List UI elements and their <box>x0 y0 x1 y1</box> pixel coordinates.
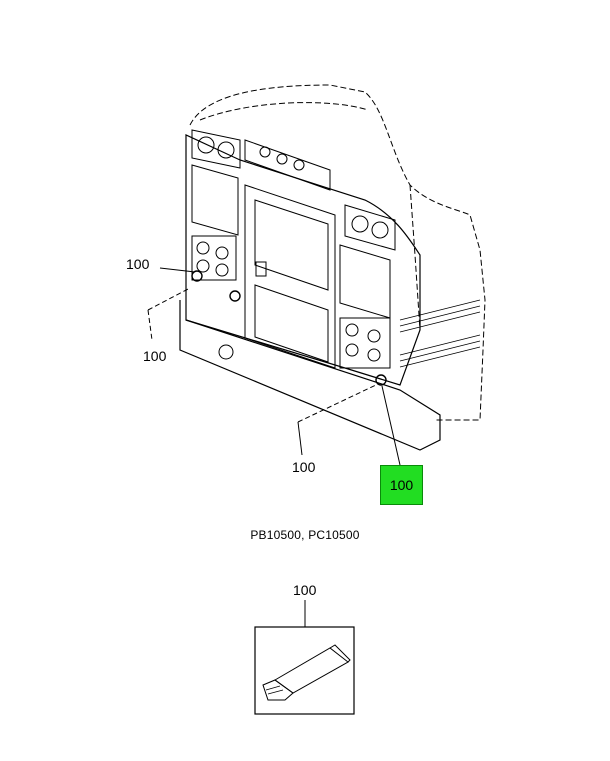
right-tail-lamp <box>345 343 359 357</box>
upper-right-lamp <box>371 221 389 239</box>
leader-highlighted <box>381 385 401 466</box>
tube-cap-ribs <box>265 685 284 695</box>
top-lamp <box>259 146 271 158</box>
leader-lower-left-b <box>147 287 191 311</box>
top-lamp <box>293 159 305 171</box>
leader-bottom-center <box>297 421 303 456</box>
upper-left-lamp <box>217 141 235 159</box>
left-window <box>191 164 239 236</box>
upper-right-lamp-housing <box>344 204 396 251</box>
right-tail-lamp <box>345 323 359 337</box>
top-light-bar <box>244 139 331 191</box>
upper-right-lamp <box>351 215 369 233</box>
left-tail-lamp <box>196 241 210 255</box>
tube-body <box>274 647 349 694</box>
leader-upper-left <box>159 267 196 273</box>
rear-door-lower-window <box>254 284 329 363</box>
roof-outline <box>189 84 486 421</box>
left-tail-lamp <box>215 246 229 260</box>
rear-door-frame <box>244 184 336 369</box>
side-edge <box>409 184 421 331</box>
bumper-step <box>218 344 234 360</box>
left-tail-lamp <box>196 259 210 273</box>
upper-left-lamp <box>197 136 215 154</box>
left-fastener <box>229 290 241 302</box>
right-tail-lamp-block <box>339 317 391 369</box>
left-tail-lamp <box>215 263 229 277</box>
callout-bottom-center[interactable]: 100 <box>292 459 316 475</box>
top-lamp <box>276 153 288 165</box>
roof-inner-line <box>199 102 369 121</box>
callout-tube[interactable]: 100 <box>293 582 317 598</box>
side-louvers <box>399 299 481 368</box>
callout-lower-left[interactable]: 100 <box>143 348 167 364</box>
right-fastener <box>375 374 387 386</box>
upper-left-lamp-housing <box>191 129 241 169</box>
leader-lower-left <box>147 309 153 341</box>
model-caption: PB10500, PC10500 <box>250 528 360 542</box>
callout-upper-left[interactable]: 100 <box>126 256 150 272</box>
tube-detail-box <box>254 626 355 715</box>
left-fastener <box>191 270 203 282</box>
leader-bottom-center-b <box>297 383 379 423</box>
right-tail-lamp <box>367 329 381 343</box>
tube-cap <box>262 679 294 701</box>
left-tail-lamp-block <box>191 235 237 281</box>
right-tail-lamp <box>367 348 381 362</box>
rear-door-upper-window <box>254 199 329 291</box>
rear-bumper <box>179 300 441 451</box>
tube-crimp <box>329 644 351 663</box>
right-window <box>339 244 391 319</box>
callout-highlighted[interactable]: 100 <box>380 465 423 505</box>
door-handle <box>255 261 267 277</box>
rear-panel <box>185 134 421 386</box>
